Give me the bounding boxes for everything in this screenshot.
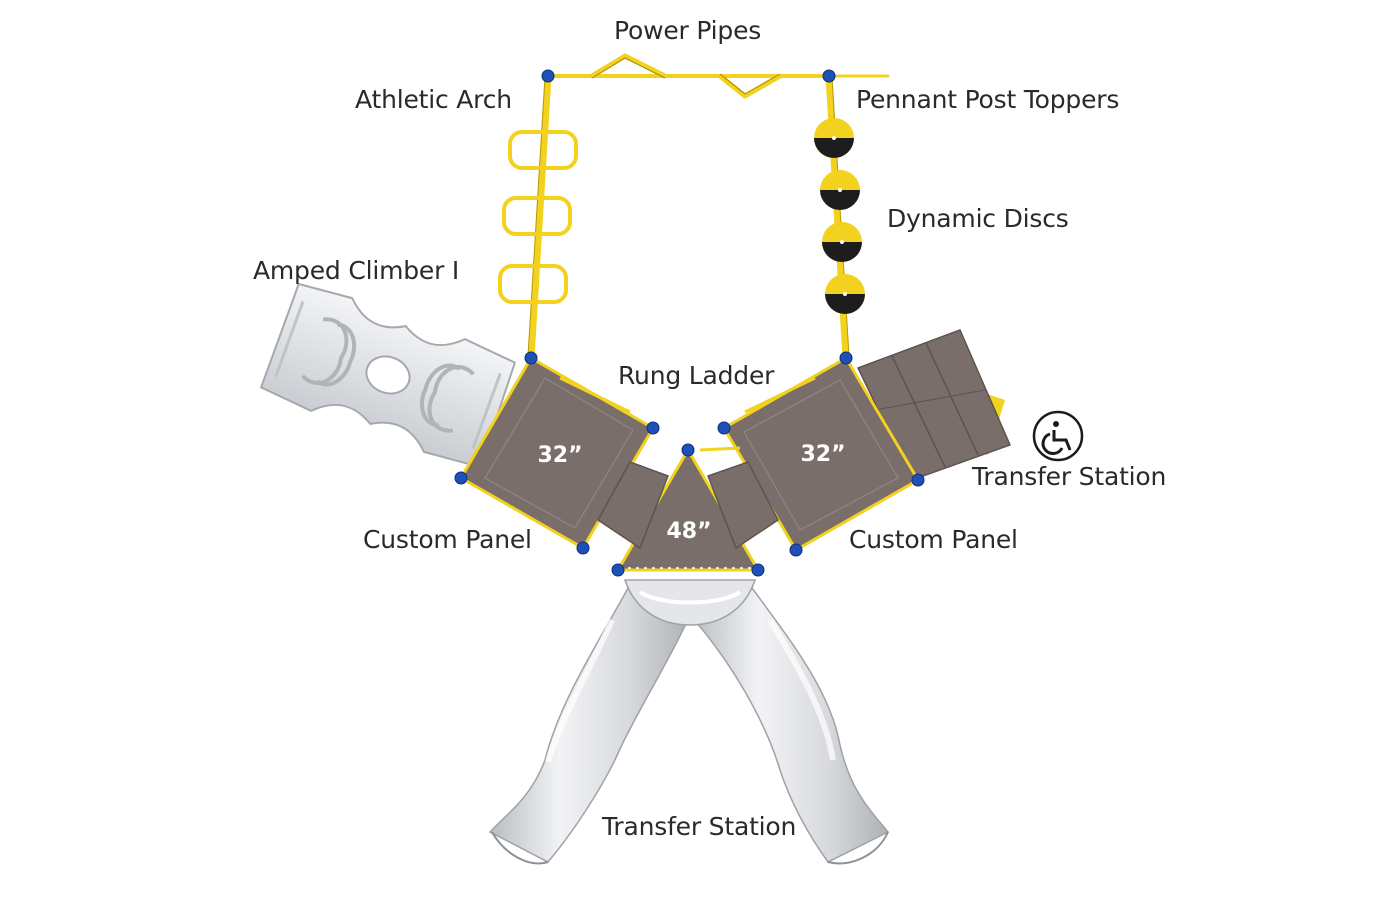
label-rung-ladder: Rung Ladder [618, 361, 775, 390]
deck-left-height: 32” [537, 443, 582, 468]
label-transfer-station-right: Transfer Station [972, 462, 1167, 491]
deck-center [597, 447, 779, 572]
clamps [454, 69, 925, 577]
label-custom-panel-right: Custom Panel [849, 525, 1018, 554]
slide-hood [623, 579, 757, 626]
wheelchair-accessible-icon [1032, 410, 1084, 462]
label-athletic-arch: Athletic Arch [355, 85, 512, 114]
label-power-pipes: Power Pipes [614, 16, 762, 45]
label-pennant-post-toppers: Pennant Post Toppers [856, 85, 1120, 114]
deck-right-height: 32” [800, 442, 845, 467]
rung-ladder [559, 376, 816, 452]
label-custom-panel-left: Custom Panel [363, 525, 532, 554]
dynamic-discs [814, 118, 865, 314]
power-pipes-outline [591, 57, 781, 95]
left-slide [488, 587, 691, 865]
label-transfer-station-bottom: Transfer Station [602, 812, 797, 841]
post-outlines [527, 77, 850, 357]
deck-center-height: 48” [666, 519, 711, 544]
power-pipes [590, 53, 782, 99]
athletic-arch [498, 130, 578, 304]
right-slide [688, 587, 890, 865]
label-dynamic-discs: Dynamic Discs [887, 204, 1069, 233]
label-amped-climber: Amped Climber I [253, 256, 460, 285]
